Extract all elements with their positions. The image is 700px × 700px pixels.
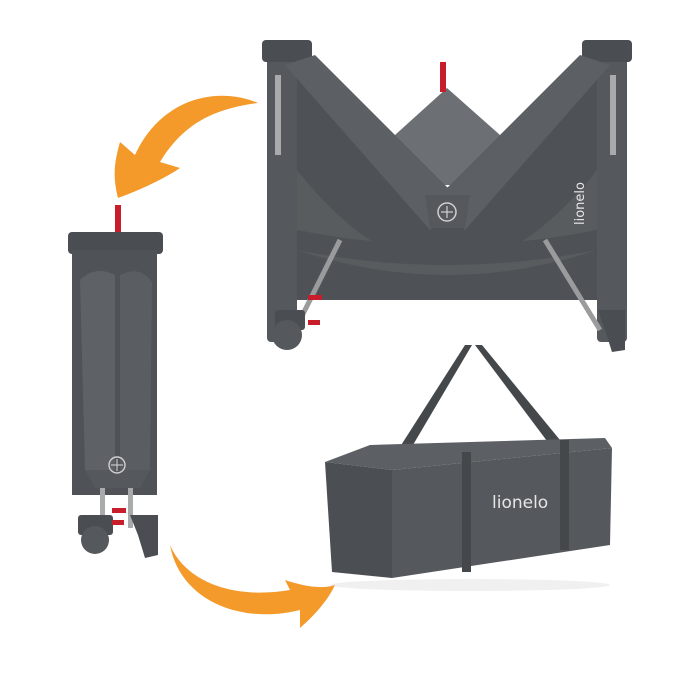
- cot-unfolding: lionelo: [262, 40, 632, 352]
- bag-handle: [398, 345, 472, 450]
- brand-label: lionelo: [573, 182, 588, 225]
- carry-bag: lionelo: [325, 345, 612, 591]
- arrow-right-icon: [170, 545, 335, 628]
- brand-label: lionelo: [492, 493, 548, 513]
- plus-circle-icon: [108, 456, 126, 474]
- arrow-down-left-icon: [114, 95, 258, 198]
- plus-circle-icon: [437, 202, 457, 222]
- wheel: [81, 526, 109, 554]
- red-pull-tab: [440, 62, 446, 92]
- red-pull-tab: [115, 205, 121, 235]
- wheel: [272, 320, 302, 350]
- cot-folded: [68, 205, 163, 558]
- bag-handle: [475, 345, 560, 445]
